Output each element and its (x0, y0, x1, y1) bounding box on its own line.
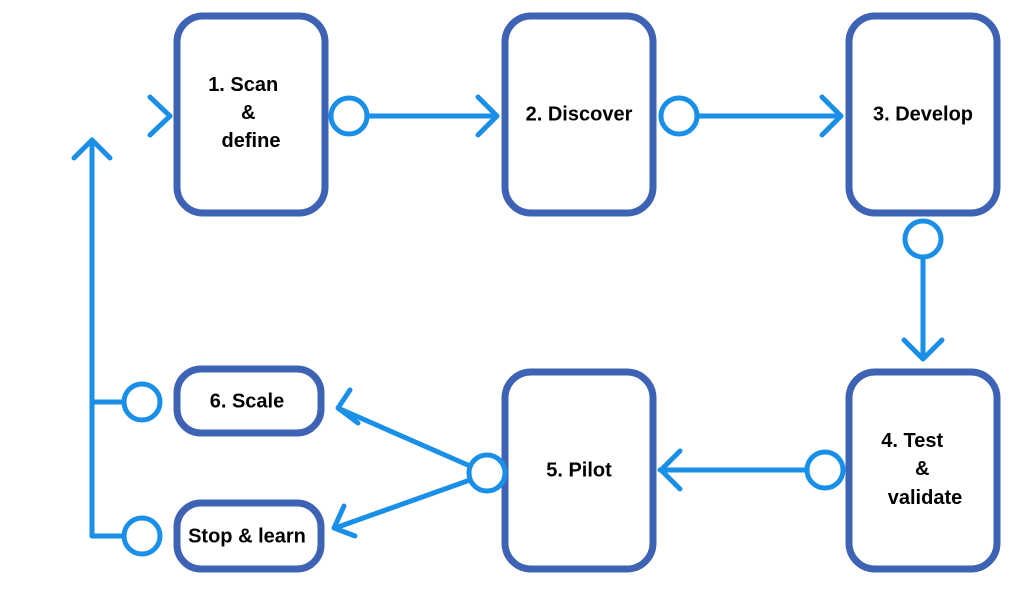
step-label-scan-line-1: 1. Scan (208, 74, 278, 96)
arrowhead-discover (475, 94, 500, 138)
step-box-stop (173, 499, 325, 573)
arrowhead-test (901, 337, 945, 362)
step-label-test-line-3: validate (888, 487, 962, 509)
node-test-output (804, 449, 846, 491)
step-label-scale: 6. Scale (210, 390, 285, 412)
step-box-develop (845, 12, 1001, 217)
step-label-stop: Stop & learn (188, 525, 306, 547)
connectors (0, 94, 945, 539)
node-stop-input (121, 515, 163, 557)
arrowhead-stop (331, 503, 358, 539)
node-scale-input (121, 381, 163, 423)
step-box-scan (173, 12, 329, 217)
step-label-scan-line-3: define (222, 130, 281, 152)
connector-pilot-scale (337, 406, 473, 469)
step-label-pilot: 5. Pilot (546, 459, 612, 481)
step-label-scan-line-2: & (241, 102, 255, 124)
node-discover-output (658, 95, 700, 137)
step-label-discover: 2. Discover (526, 103, 633, 125)
arrowhead-scale (335, 387, 361, 426)
step-label-test: 4. Test & validate (881, 430, 962, 509)
step-label-develop: 3. Develop (873, 103, 973, 125)
step-box-test (845, 368, 1001, 573)
step-boxes (173, 12, 1001, 573)
connector-nodes (121, 95, 944, 557)
step-box-discover (501, 12, 657, 217)
step-label-test-line-2: & (915, 458, 929, 480)
entry-arrowhead (147, 94, 173, 138)
node-scan-output (328, 95, 370, 137)
step-label-test-line-1: 4. Test (881, 430, 943, 452)
step-box-scale (173, 365, 325, 437)
node-develop-output (902, 218, 944, 260)
step-label-scan: 1. Scan & define (208, 74, 284, 152)
arrowhead-pilot (658, 448, 683, 492)
arrowhead-develop (819, 94, 844, 138)
connector-pilot-stop (335, 477, 473, 530)
step-labels: 1. Scan & define 2. Discover 3. Develop … (188, 74, 973, 547)
feedback-loop-arrowhead (71, 137, 113, 161)
node-pilot-output (466, 452, 508, 494)
